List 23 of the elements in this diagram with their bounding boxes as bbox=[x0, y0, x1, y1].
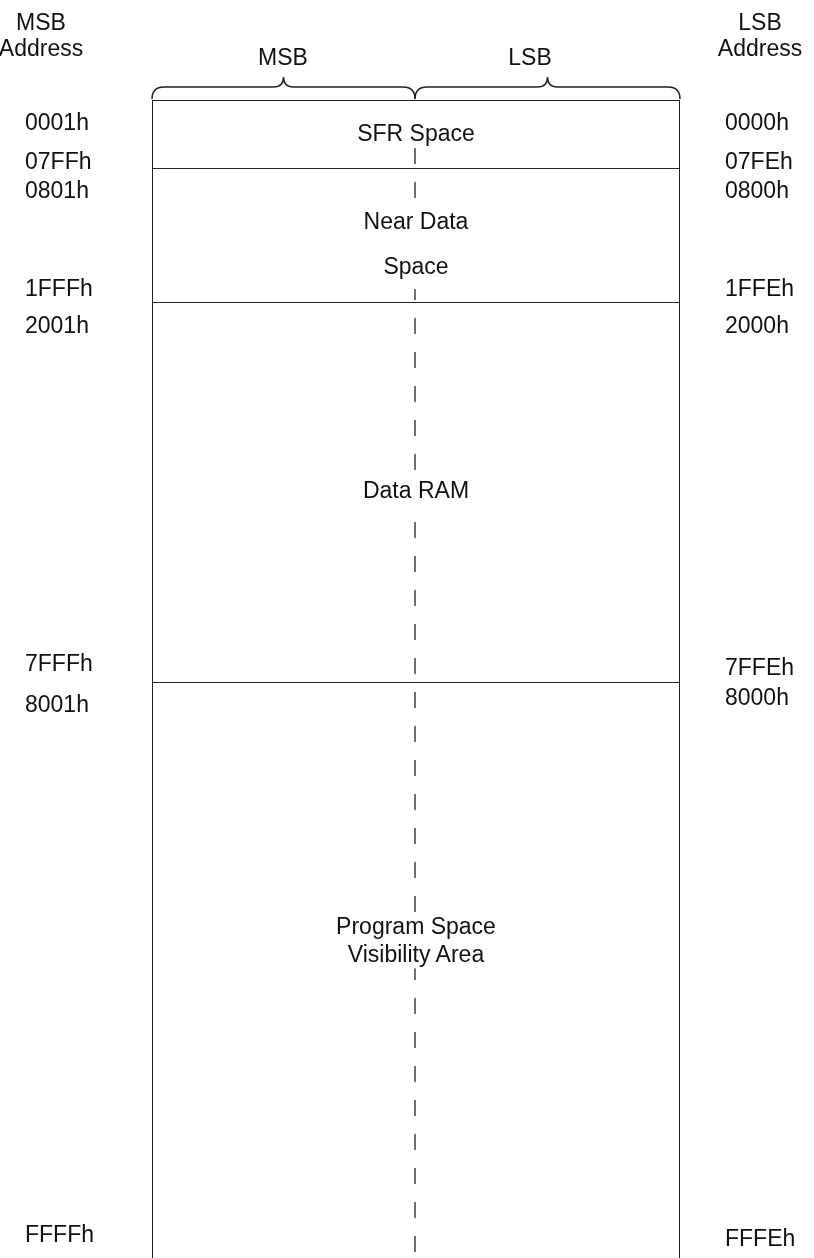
memory-region bbox=[152, 682, 680, 1258]
address-label: 7FFFh bbox=[25, 649, 93, 677]
address-label: 2000h bbox=[725, 311, 789, 339]
column-heading: LSB bbox=[508, 43, 552, 71]
address-label: 07FEh bbox=[725, 147, 793, 175]
address-label: 1FFEh bbox=[725, 274, 795, 302]
address-label: 2001h bbox=[25, 311, 89, 339]
address-label: 8000h bbox=[725, 683, 789, 711]
address-label: 7FFEh bbox=[725, 653, 795, 681]
memory-region bbox=[152, 100, 680, 168]
memory-region bbox=[152, 168, 680, 302]
address-label: 0000h bbox=[725, 108, 789, 136]
address-label: 8001h bbox=[25, 690, 89, 718]
address-label: 0001h bbox=[25, 108, 89, 136]
address-label: 0800h bbox=[725, 176, 789, 204]
address-label: 0801h bbox=[25, 176, 89, 204]
address-label: 07FFh bbox=[25, 147, 92, 175]
address-label: FFFFh bbox=[25, 1220, 94, 1248]
address-label: FFFEh bbox=[725, 1224, 796, 1252]
address-label: 1FFFh bbox=[25, 274, 93, 302]
column-heading: LSB Address bbox=[716, 8, 804, 62]
column-heading: MSB bbox=[258, 43, 308, 71]
memory-region bbox=[152, 302, 680, 682]
